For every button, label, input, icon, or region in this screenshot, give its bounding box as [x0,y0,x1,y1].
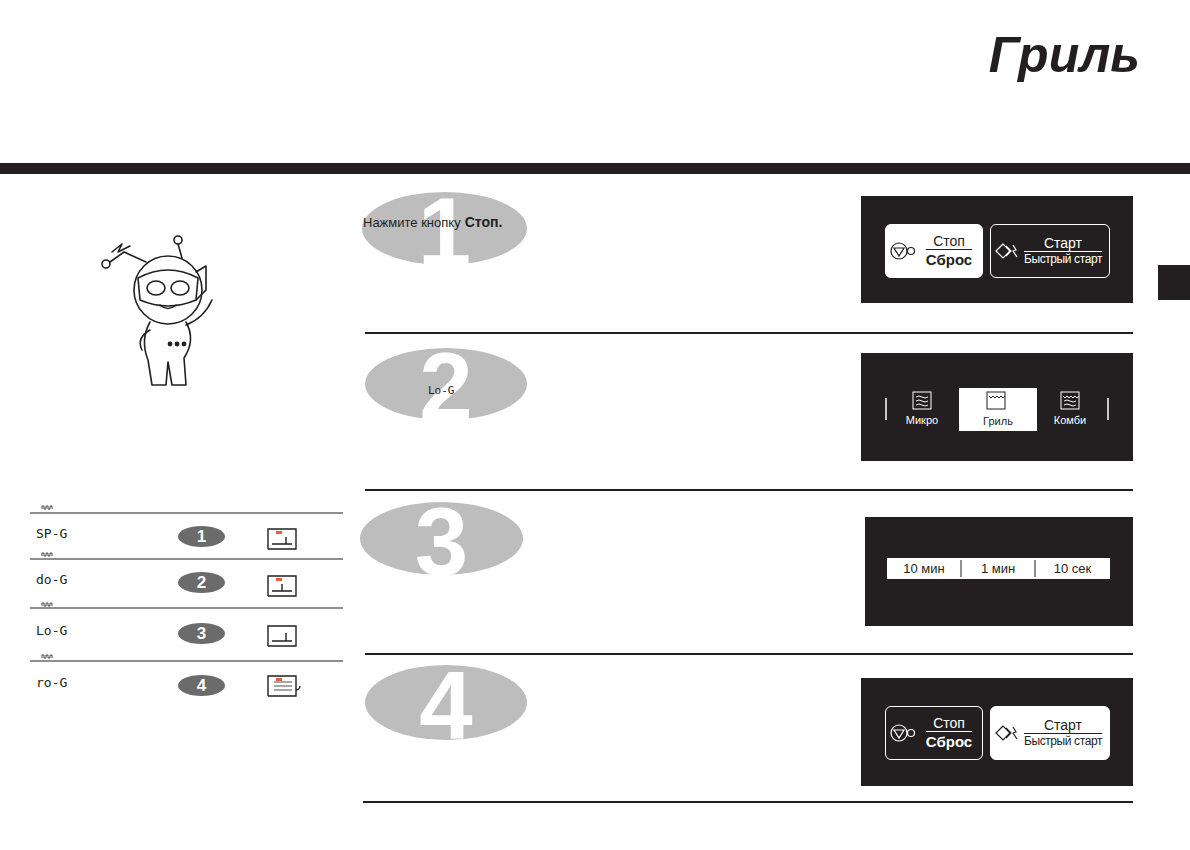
instruction-text: Стоп. [465,214,503,230]
display-code: Lo-G [428,384,455,397]
button-subname: Сброс [926,249,972,268]
step-pill: 2 [178,572,225,593]
button-label: 10 сек [1054,561,1092,576]
step-number: 4 [419,658,472,754]
button-label: Комби [1054,414,1086,426]
button-subname: Сброс [926,731,972,750]
step-pill: 1 [178,526,225,547]
time-button: 10 сек [1037,559,1108,578]
button-name: Стоп [929,715,969,731]
display-code: ro-G [36,675,67,690]
panel-button: СтопСброс [885,224,983,278]
button-label: Гриль [983,415,1013,427]
display-code: Lo-G [36,623,67,638]
display-code: SP-G [36,526,67,541]
control-panels [861,196,1133,786]
panel-button: СтартБыстрый старт [990,224,1110,278]
step-pill: 3 [178,623,225,644]
instruction-text: Нажмите кнопку [363,215,461,230]
micro-icon [913,392,931,409]
step-number: 1 [197,527,206,547]
rack-icons [268,529,300,696]
heater-marks [276,531,282,681]
step-number: 3 [197,624,206,644]
page-title: Гриль [989,26,1140,84]
side-tab [1158,265,1190,300]
button-label: 10 мин [903,561,944,576]
button-label: Микро [906,414,938,426]
mode-button: Гриль [959,388,1037,431]
display-code: do-G [36,572,67,587]
mode-button: Микро [897,410,947,430]
time-strip [887,558,1110,579]
step-number-ellipse: 4 [365,665,527,740]
step-number: 3 [415,494,468,590]
button-name: Старт [1040,717,1086,733]
button-subname: Быстрый старт [1024,733,1102,749]
step-number: 1 [418,184,471,280]
step-number: 2 [197,573,206,593]
time-button: 1 мин [963,559,1033,578]
step-number: 4 [197,676,206,696]
panel-button: СтартБыстрый старт [990,706,1110,760]
button-name: Старт [1040,235,1086,251]
combi-icon [1061,392,1079,409]
mascot [102,236,212,385]
step-number-ellipse: 3 [360,502,523,575]
time-button: 10 мин [889,559,959,578]
button-name: Стоп [929,233,969,249]
button-subname: Быстрый старт [1024,251,1102,267]
header-bar [0,163,1190,174]
step-pill: 4 [178,675,225,696]
mode-button: Комби [1045,410,1095,430]
table-lines [30,513,343,661]
panel-button: СтопСброс [885,706,983,760]
button-label: 1 мин [981,561,1015,576]
time-strip-dividers [961,560,1035,577]
